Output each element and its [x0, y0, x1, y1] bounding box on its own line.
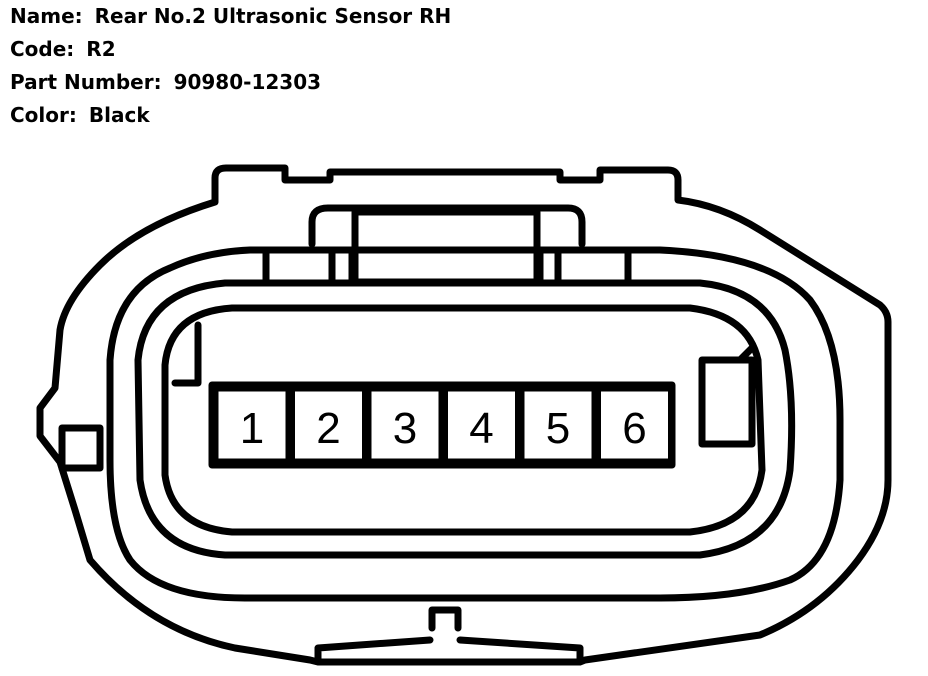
right-key-slot: [698, 356, 756, 448]
pin-cavity-2: [290, 386, 367, 464]
polarizing-notch: [171, 321, 202, 387]
code-row: Code: R2: [10, 33, 451, 66]
pin-cavity-4: [443, 386, 520, 464]
pin-number-5: 5: [546, 404, 570, 453]
housing-outline: [36, 164, 892, 666]
lock-bracket: [308, 204, 586, 248]
pin-cavity-3: [366, 386, 444, 464]
pin-number-4: 4: [469, 404, 493, 453]
inner-cavity-inner: [161, 304, 766, 536]
pin-number-6: 6: [622, 404, 646, 453]
pin-cavity-1: [213, 386, 291, 464]
color-value: Black: [88, 103, 150, 127]
bottom-lip: [314, 636, 584, 664]
pin-number-3: 3: [393, 404, 417, 453]
color-row: Color: Black: [10, 99, 451, 132]
part-number-label: Part Number:: [10, 70, 162, 94]
color-label: Color:: [10, 103, 77, 127]
part-number-row: Part Number: 90980-12303: [10, 66, 451, 99]
seal-ridge: [106, 246, 844, 602]
code-value: R2: [86, 37, 116, 61]
bottom-key-tab: [428, 606, 462, 632]
inner-cavity-outer: [134, 279, 796, 559]
pin-cavities: 1 2 3 4 5 6: [213, 386, 673, 464]
pin-number-1: 1: [240, 404, 264, 453]
pin-cavity-5: [519, 386, 597, 464]
pin-cavity-6: [596, 386, 673, 464]
connector-info: Name: Rear No.2 Ultrasonic Sensor RH Code…: [10, 0, 451, 132]
right-key-slot-lip: [736, 344, 756, 364]
part-number-value: 90980-12303: [173, 70, 322, 94]
left-clip: [58, 424, 104, 472]
name-row: Name: Rear No.2 Ultrasonic Sensor RH: [10, 0, 451, 33]
name-value: Rear No.2 Ultrasonic Sensor RH: [94, 4, 452, 28]
pin-number-2: 2: [316, 404, 340, 453]
name-label: Name:: [10, 4, 83, 28]
code-label: Code:: [10, 37, 75, 61]
